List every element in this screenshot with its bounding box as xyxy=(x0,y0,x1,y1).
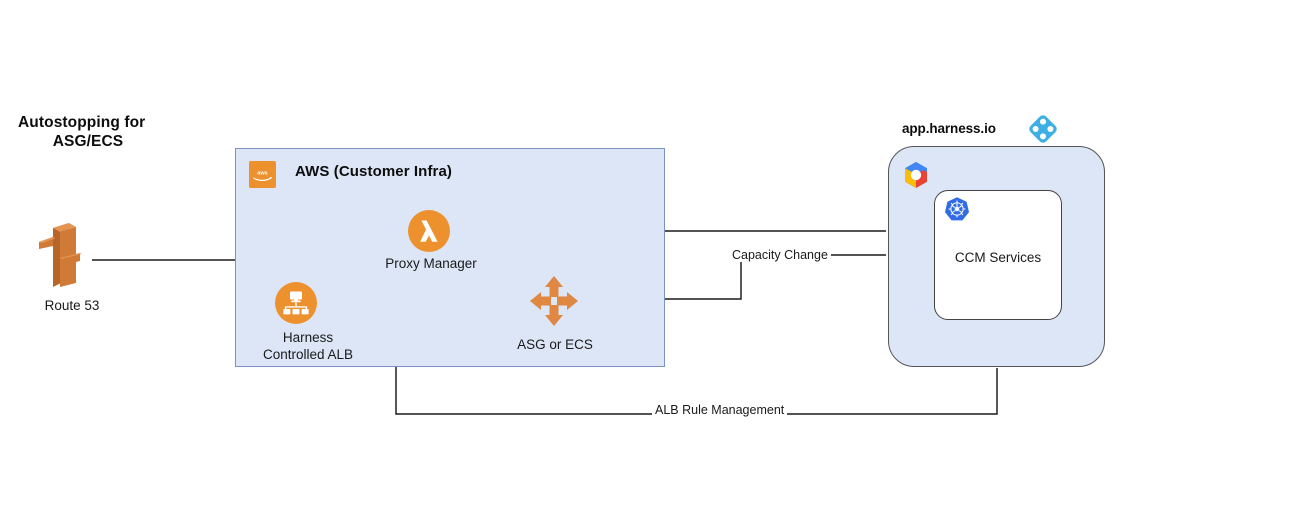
ccm-services-label: CCM Services xyxy=(954,250,1042,265)
aws-group-title: AWS (Customer Infra) xyxy=(295,163,453,180)
google-cloud-icon xyxy=(900,159,932,191)
aws-customer-infra-group xyxy=(235,148,665,367)
edge-label-alb-rule-management: ALB Rule Management xyxy=(652,403,788,417)
harness-logo-icon xyxy=(1026,112,1060,146)
page-title-line1: Autostopping for xyxy=(18,114,146,131)
load-balancer-icon xyxy=(272,279,320,327)
kubernetes-icon xyxy=(944,196,970,222)
harness-group-title: app.harness.io xyxy=(902,121,996,136)
asg-or-ecs-label: ASG or ECS xyxy=(517,337,593,352)
alb-label-line2: Controlled ALB xyxy=(262,347,354,362)
svg-text:aws: aws xyxy=(257,170,267,176)
page-title: Autostopping for ASG/ECS xyxy=(18,113,218,151)
harness-controlled-alb-label: Harness Controlled ALB xyxy=(240,329,376,363)
edge-label-capacity-change: Capacity Change xyxy=(729,248,831,262)
alb-label-line1: Harness xyxy=(282,330,334,345)
page-title-line2: ASG/ECS xyxy=(52,133,124,150)
aws-logo-icon: aws xyxy=(249,161,276,188)
proxy-manager-label: Proxy Manager xyxy=(385,256,477,271)
auto-scaling-icon xyxy=(529,275,579,327)
aws-lambda-icon xyxy=(405,207,453,255)
route53-label: Route 53 xyxy=(44,298,100,313)
route53-icon xyxy=(36,221,88,289)
